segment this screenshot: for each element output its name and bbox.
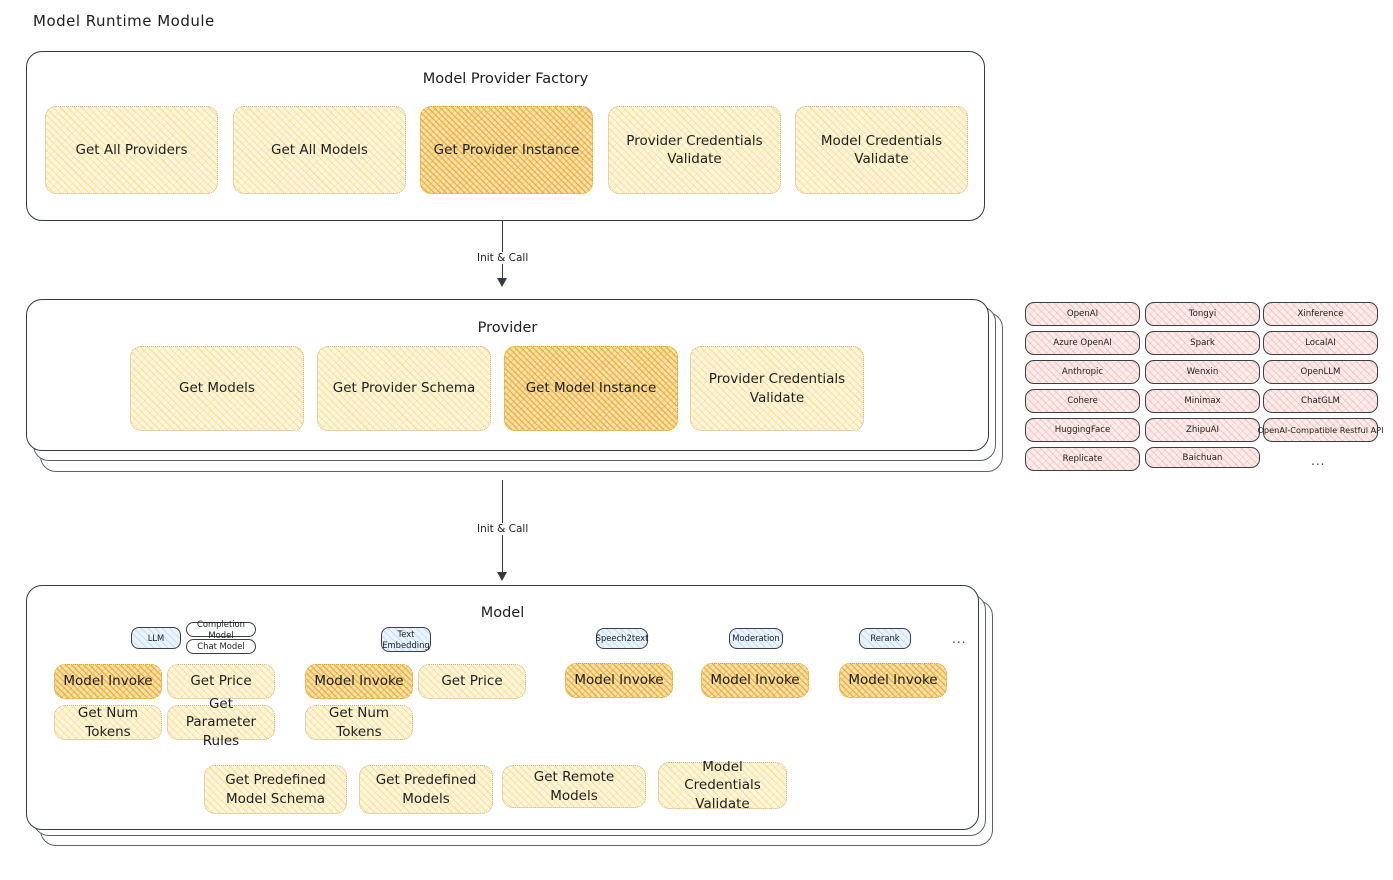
provider-chip-tongyi[interactable]: Tongyi [1145, 302, 1260, 326]
provider-chip-openai[interactable]: OpenAI [1025, 302, 1140, 326]
provider-chip-cohere[interactable]: Cohere [1025, 389, 1140, 413]
provider-chip-baichuan[interactable]: Baichuan [1145, 447, 1260, 468]
arrow-provider-to-model-head [497, 572, 507, 581]
model-types-more-ellipsis: ... [952, 632, 967, 646]
provider-list-more-ellipsis: ... [1311, 454, 1326, 468]
provider-chip-chatglm[interactable]: ChatGLM [1263, 389, 1378, 413]
factory-item-provider-credentials-validate[interactable]: Provider Credentials Validate [608, 106, 781, 194]
model-type-moderation[interactable]: Moderation [729, 628, 783, 649]
model-common-model-credentials-validate[interactable]: Model Credentials Validate [658, 759, 787, 812]
llm-method-get-num-tokens[interactable]: Get Num Tokens [54, 705, 162, 740]
model-provider-factory-title: Model Provider Factory [422, 71, 589, 87]
llm-method-get-price[interactable]: Get Price [167, 664, 275, 699]
llm-method-model-invoke[interactable]: Model Invoke [54, 664, 162, 699]
text-embedding-method-get-num-tokens[interactable]: Get Num Tokens [305, 705, 413, 740]
provider-item-provider-credentials-validate[interactable]: Provider Credentials Validate [690, 346, 864, 431]
model-common-get-predefined-model-schema[interactable]: Get Predefined Model Schema [204, 765, 347, 814]
provider-chip-replicate[interactable]: Replicate [1025, 447, 1140, 471]
speech2text-method-model-invoke[interactable]: Model Invoke [565, 663, 673, 698]
provider-chip-huggingface[interactable]: HuggingFace [1025, 418, 1140, 442]
provider-item-get-provider-schema[interactable]: Get Provider Schema [317, 346, 491, 431]
model-type-rerank[interactable]: Rerank [859, 628, 911, 649]
llm-method-get-parameter-rules[interactable]: Get Parameter Rules [167, 696, 275, 749]
model-type-llm[interactable]: LLM [131, 627, 181, 649]
provider-chip-openllm[interactable]: OpenLLM [1263, 360, 1378, 384]
provider-item-get-models[interactable]: Get Models [130, 346, 304, 431]
model-type-text-embedding[interactable]: Text Embedding [381, 627, 431, 652]
arrow-factory-to-provider-head [497, 278, 507, 287]
provider-chip-spark[interactable]: Spark [1145, 331, 1260, 355]
factory-item-model-credentials-validate[interactable]: Model Credentials Validate [795, 106, 968, 194]
arrow-label-init-and-call-1: Init & Call [474, 252, 532, 264]
provider-chip-azure-openai[interactable]: Azure OpenAI [1025, 331, 1140, 355]
factory-item-get-all-models[interactable]: Get All Models [233, 106, 406, 194]
rerank-method-model-invoke[interactable]: Model Invoke [839, 663, 947, 698]
text-embedding-method-get-price[interactable]: Get Price [418, 664, 526, 699]
provider-item-get-model-instance[interactable]: Get Model Instance [504, 346, 678, 431]
provider-chip-wenxin[interactable]: Wenxin [1145, 360, 1260, 384]
model-subtype-chat-model[interactable]: Chat Model [186, 639, 256, 654]
provider-chip-minimax[interactable]: Minimax [1145, 389, 1260, 413]
provider-chip-zhipuai[interactable]: ZhipuAI [1145, 418, 1260, 442]
factory-item-get-provider-instance[interactable]: Get Provider Instance [420, 106, 593, 194]
provider-title: Provider [477, 320, 538, 336]
moderation-method-model-invoke[interactable]: Model Invoke [701, 663, 809, 698]
model-common-get-predefined-models[interactable]: Get Predefined Models [359, 765, 493, 814]
provider-chip-xinference[interactable]: Xinference [1263, 302, 1378, 326]
model-common-get-remote-models[interactable]: Get Remote Models [502, 765, 646, 808]
model-subtype-completion-model[interactable]: Completion Model [186, 619, 256, 640]
provider-chip-localai[interactable]: LocalAI [1263, 331, 1378, 355]
model-title: Model [480, 605, 525, 621]
page-title: Model Runtime Module [33, 12, 215, 30]
model-type-speech2text[interactable]: Speech2text [596, 628, 648, 649]
text-embedding-method-model-invoke[interactable]: Model Invoke [305, 664, 413, 699]
arrow-label-init-and-call-2: Init & Call [474, 523, 532, 535]
provider-chip-anthropic[interactable]: Anthropic [1025, 360, 1140, 384]
factory-item-get-all-providers[interactable]: Get All Providers [45, 106, 218, 194]
arrow-factory-to-provider-line [502, 221, 504, 282]
provider-chip-openai-compatible-restful-api[interactable]: OpenAI-Compatible Restful API [1257, 418, 1384, 442]
